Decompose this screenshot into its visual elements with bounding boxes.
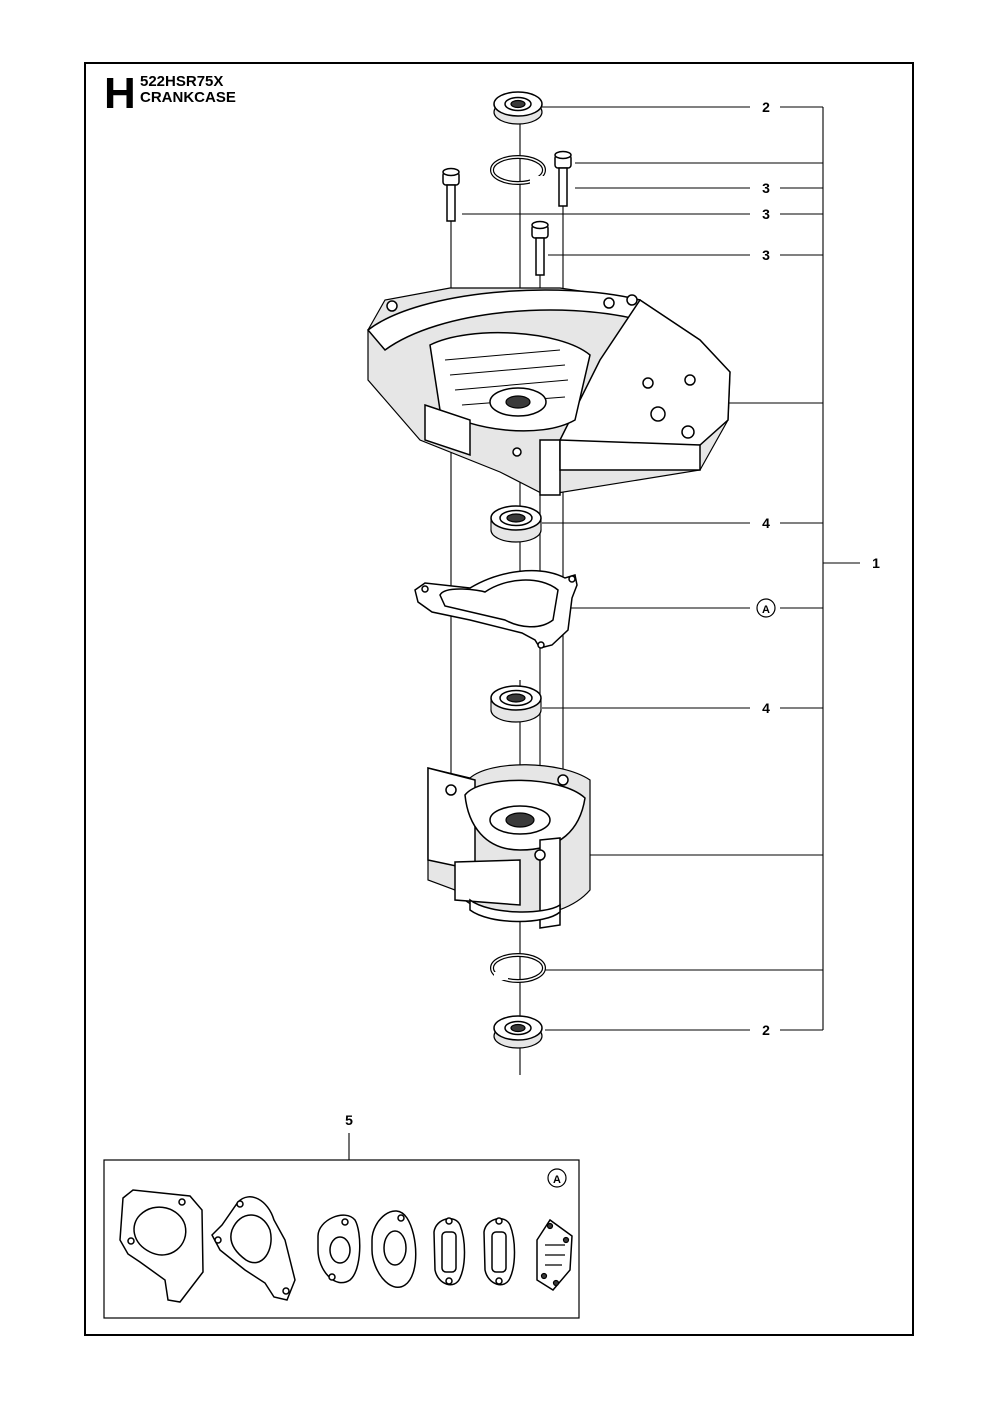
callout-item-2-top: 2 (762, 99, 770, 115)
section-letter: H (104, 69, 136, 118)
kit-gasket-intake (317, 1214, 361, 1284)
retaining-ring-top (490, 155, 546, 185)
kit-gasket-crankcase (211, 1196, 296, 1301)
callout-item-2-bottom: 2 (762, 1022, 770, 1038)
screw-3 (531, 220, 549, 276)
ball-bearing-upper (490, 505, 542, 543)
kit-gasket-cylinder (119, 1189, 204, 1303)
callout-item-5: 5 (345, 1112, 353, 1128)
gasket-kit-box: A (103, 1159, 580, 1319)
crankcase-lower-half (427, 764, 591, 929)
callout-ref-a-main: A (762, 604, 770, 616)
leader-lines (348, 106, 860, 1160)
screw-1 (442, 167, 460, 222)
callout-ref-a-circle (756, 598, 776, 618)
kit-gasket-muffler-2 (483, 1217, 516, 1286)
callout-item-3-a: 3 (762, 180, 770, 196)
callout-item-4-lower: 4 (762, 700, 770, 716)
oil-seal-top (493, 91, 543, 125)
kit-gasket-carburetor (536, 1218, 573, 1291)
crankcase-upper-half (366, 287, 731, 496)
callout-item-1: 1 (872, 555, 880, 571)
kit-gasket-insulator (371, 1210, 417, 1288)
callout-item-4-upper: 4 (762, 515, 770, 531)
callout-ref-a-kit: A (553, 1174, 561, 1186)
oil-seal-bottom (493, 1015, 543, 1049)
model-code: 522HSR75X (140, 73, 224, 90)
gasket-main (414, 569, 578, 649)
retaining-ring-bottom (490, 953, 546, 983)
kit-gasket-muffler-1 (433, 1217, 466, 1286)
callout-item-3-c: 3 (762, 247, 770, 263)
callout-item-3-b: 3 (762, 206, 770, 222)
screw-2 (554, 150, 572, 207)
section-title: CRANKCASE (140, 89, 236, 106)
ball-bearing-lower (490, 685, 542, 723)
page-frame (84, 62, 914, 1336)
